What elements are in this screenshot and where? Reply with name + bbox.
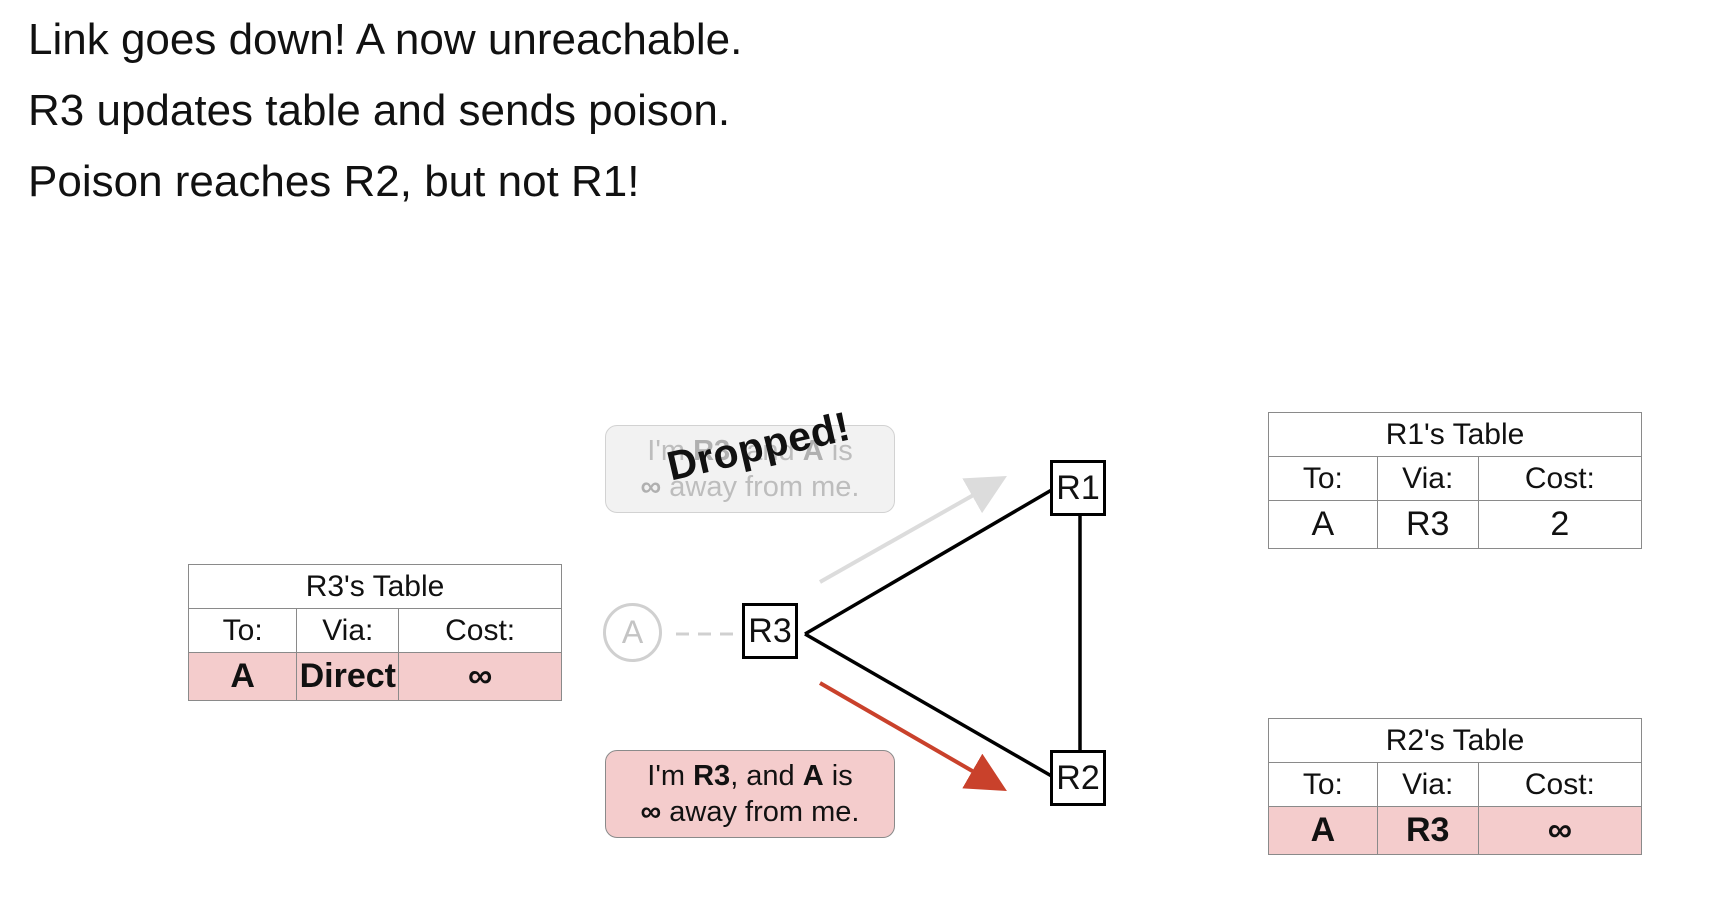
heading-line-3: Poison reaches R2, but not R1! xyxy=(28,157,640,206)
table-title: R3's Table xyxy=(188,564,562,609)
table-header-to: To: xyxy=(1268,456,1378,501)
heading-line-2: R3 updates table and sends poison. xyxy=(28,86,731,135)
table-row: A R3 ∞ xyxy=(1268,806,1643,855)
table-header-via: Via: xyxy=(296,608,400,653)
table-header-to: To: xyxy=(1268,762,1378,807)
poison-message-bubble: I'm R3, and A is ∞ away from me. xyxy=(605,750,895,838)
cell-via: R3 xyxy=(1376,806,1479,855)
r1-routing-table: R1's Table To: Via: Cost: A R3 2 xyxy=(1268,412,1643,549)
table-row: A Direct ∞ xyxy=(187,652,562,701)
table-title: R1's Table xyxy=(1268,412,1642,457)
cell-to: A xyxy=(1268,500,1378,549)
r3-routing-table: R3's Table To: Via: Cost: A Direct ∞ xyxy=(187,564,562,701)
table-header-via: Via: xyxy=(1376,456,1479,501)
poison-message-line-1: I'm R3, and A is xyxy=(647,760,853,792)
table-title: R2's Table xyxy=(1268,718,1642,763)
cell-to: A xyxy=(187,652,298,701)
dropped-message-line-2: ∞ away from me. xyxy=(640,471,860,503)
cell-to: A xyxy=(1268,806,1378,855)
router-r1: R1 xyxy=(1050,460,1106,516)
cell-via: R3 xyxy=(1376,500,1479,549)
router-r2: R2 xyxy=(1050,750,1106,806)
table-header-to: To: xyxy=(187,608,298,653)
cell-via: Direct xyxy=(296,652,400,701)
poison-message-line-2: ∞ away from me. xyxy=(640,796,860,828)
table-header-cost: Cost: xyxy=(1477,762,1643,807)
table-header-cost: Cost: xyxy=(398,608,562,653)
table-header-via: Via: xyxy=(1376,762,1479,807)
router-r3: R3 xyxy=(742,603,798,659)
cell-cost: 2 xyxy=(1477,500,1643,549)
table-row: A R3 2 xyxy=(1268,500,1643,549)
host-a-node: A xyxy=(603,603,662,662)
heading-line-1: Link goes down! A now unreachable. xyxy=(28,15,743,64)
cell-cost: ∞ xyxy=(1477,806,1643,855)
dropped-message-line-1: I'm R3, and A is xyxy=(647,435,853,467)
cell-cost: ∞ xyxy=(398,652,562,701)
r2-routing-table: R2's Table To: Via: Cost: A R3 ∞ xyxy=(1268,718,1643,855)
table-header-cost: Cost: xyxy=(1477,456,1643,501)
dropped-message-bubble: I'm R3, and A is ∞ away from me. xyxy=(605,425,895,513)
